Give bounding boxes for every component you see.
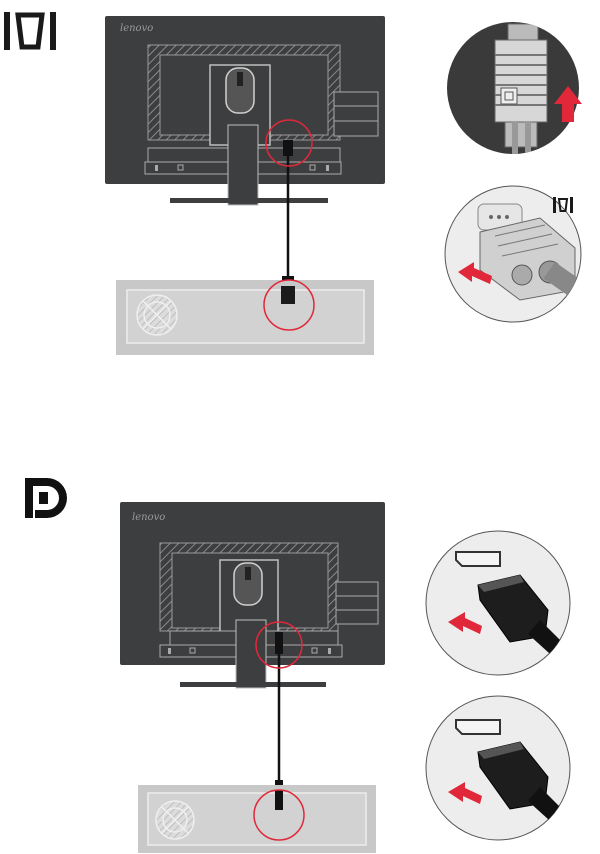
monitor-rear: lenovo	[105, 16, 385, 205]
dp-connector-callout-top	[426, 531, 580, 675]
dp-connector-callout-bottom	[426, 696, 580, 840]
monitor-rear-dp: lenovo	[120, 502, 385, 688]
computer-rear	[116, 280, 374, 355]
vga-connector-callout	[447, 22, 582, 162]
lenovo-logo: lenovo	[120, 23, 153, 34]
fan-grille-icon-dp	[156, 801, 194, 839]
vga-port-icon-small	[553, 197, 573, 213]
vga-insert-callout	[445, 186, 581, 322]
vga-port-icon	[4, 12, 56, 50]
vga-section: lenovo	[4, 12, 582, 355]
lenovo-logo-dp: lenovo	[132, 512, 165, 523]
fan-grille-icon	[137, 295, 177, 335]
displayport-section: lenovo	[25, 478, 580, 853]
computer-rear-dp	[138, 785, 376, 853]
displayport-logo-icon	[25, 478, 67, 518]
